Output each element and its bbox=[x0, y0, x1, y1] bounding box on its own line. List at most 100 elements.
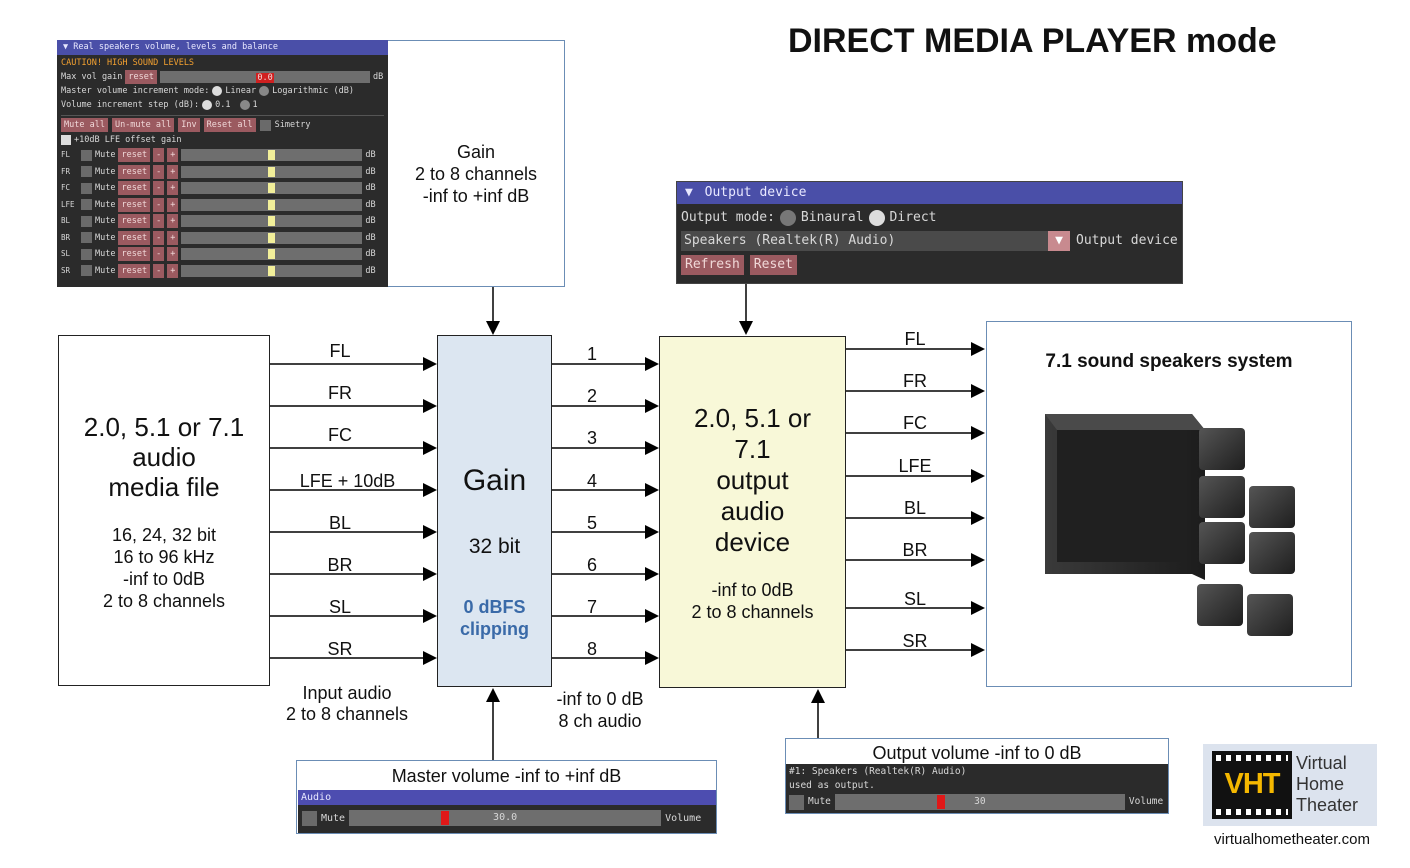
channel-plus-button[interactable]: + bbox=[167, 214, 179, 229]
output-mute-checkbox[interactable] bbox=[789, 794, 804, 810]
output-device-panel-header[interactable]: ▼ Output device bbox=[677, 182, 1182, 204]
master-volume-slider[interactable]: 30.0 bbox=[349, 810, 662, 826]
gain-clip2: clipping bbox=[460, 619, 529, 639]
channel-minus-button[interactable]: - bbox=[153, 247, 165, 262]
channel-level-slider[interactable] bbox=[181, 215, 363, 228]
channel-reset-button[interactable]: reset bbox=[118, 247, 151, 262]
step-1-label: 1 bbox=[252, 100, 258, 110]
channel-plus-button[interactable]: + bbox=[167, 247, 179, 262]
lfe-offset-checkbox[interactable] bbox=[61, 135, 71, 145]
max-vol-slider[interactable]: 0.0 bbox=[160, 71, 371, 83]
vht-logo: VHT Virtual Home Theater bbox=[1203, 744, 1377, 826]
channel-mute-checkbox[interactable] bbox=[81, 232, 92, 244]
channel-level-handle[interactable] bbox=[268, 216, 276, 227]
source-line2: audio bbox=[132, 442, 196, 472]
unmute-all-button[interactable]: Un-mute all bbox=[111, 118, 175, 132]
gain-output-arrowhead bbox=[645, 399, 659, 413]
channel-mute-checkbox[interactable] bbox=[81, 199, 92, 211]
channel-plus-button[interactable]: + bbox=[167, 230, 179, 245]
channel-reset-button[interactable]: reset bbox=[118, 263, 151, 278]
channel-plus-button[interactable]: + bbox=[167, 181, 179, 196]
output-volume-slider[interactable]: 30 bbox=[834, 794, 1125, 810]
channel-mute-checkbox[interactable] bbox=[81, 215, 92, 227]
channel-minus-button[interactable]: - bbox=[153, 197, 165, 212]
channel-mute-checkbox[interactable] bbox=[81, 265, 92, 277]
max-vol-reset-button[interactable]: reset bbox=[125, 70, 158, 84]
channel-level-slider[interactable] bbox=[181, 198, 363, 211]
vht-url[interactable]: virtualhometheater.com bbox=[1214, 831, 1370, 848]
channel-level-handle[interactable] bbox=[268, 183, 276, 194]
direct-radio[interactable] bbox=[868, 210, 885, 226]
step-0-1-radio[interactable] bbox=[202, 100, 213, 110]
output-arrowhead bbox=[971, 601, 985, 615]
channel-mute-checkbox[interactable] bbox=[81, 248, 92, 260]
channel-level-handle[interactable] bbox=[268, 166, 276, 177]
channel-minus-button[interactable]: - bbox=[153, 181, 165, 196]
db-unit: dB bbox=[365, 199, 376, 210]
channel-reset-button[interactable]: reset bbox=[118, 230, 151, 245]
channel-plus-button[interactable]: + bbox=[167, 164, 179, 179]
channel-mute-checkbox[interactable] bbox=[81, 149, 92, 161]
channel-minus-button[interactable]: - bbox=[153, 164, 165, 179]
channel-minus-button[interactable]: - bbox=[153, 148, 165, 163]
channel-level-slider[interactable] bbox=[181, 165, 363, 178]
channel-level-handle[interactable] bbox=[268, 249, 276, 260]
gain-title: Gain bbox=[462, 464, 527, 497]
channel-plus-button[interactable]: + bbox=[167, 263, 179, 278]
source-spec4: 2 to 8 channels bbox=[102, 591, 226, 611]
output-volume-handle[interactable] bbox=[936, 795, 945, 809]
audio-panel-header[interactable]: Audio bbox=[298, 790, 716, 805]
db-unit: dB bbox=[365, 216, 376, 227]
channel-minus-button[interactable]: - bbox=[153, 230, 165, 245]
dropdown-arrow-icon[interactable]: ▼ bbox=[1048, 231, 1070, 251]
master-mute-checkbox[interactable] bbox=[302, 810, 317, 826]
gain-output-arrowhead bbox=[645, 651, 659, 665]
step-1-radio[interactable] bbox=[239, 100, 250, 110]
master-volume-handle[interactable] bbox=[441, 811, 450, 825]
logarithmic-label: Logarithmic (dB) bbox=[272, 86, 355, 96]
reset-all-button[interactable]: Reset all bbox=[203, 118, 256, 132]
channel-reset-button[interactable]: reset bbox=[118, 214, 151, 229]
reset-button[interactable]: Reset bbox=[749, 255, 797, 275]
input-channel-label: BL bbox=[328, 513, 352, 533]
refresh-button[interactable]: Refresh bbox=[681, 255, 744, 275]
channel-minus-button[interactable]: - bbox=[153, 263, 165, 278]
channel-reset-button[interactable]: reset bbox=[118, 164, 151, 179]
channel-plus-button[interactable]: + bbox=[167, 148, 179, 163]
gain-caption-line1: Gain bbox=[456, 142, 496, 162]
channel-level-handle[interactable] bbox=[268, 265, 276, 276]
device-select[interactable]: Speakers (Realtek(R) Audio) ▼ bbox=[681, 231, 1070, 251]
channel-reset-button[interactable]: reset bbox=[118, 148, 151, 163]
channel-mute-label: Mute bbox=[95, 199, 116, 210]
channel-level-slider[interactable] bbox=[181, 264, 363, 277]
collapse-triangle-icon[interactable]: ▼ bbox=[63, 42, 69, 52]
invert-button[interactable]: Inv bbox=[178, 118, 200, 132]
channel-minus-button[interactable]: - bbox=[153, 214, 165, 229]
channel-level-slider[interactable] bbox=[181, 182, 363, 195]
mute-all-button[interactable]: Mute all bbox=[61, 118, 108, 132]
channel-level-handle[interactable] bbox=[268, 199, 276, 210]
channel-reset-button[interactable]: reset bbox=[118, 181, 151, 196]
speakers-panel-header[interactable]: ▼ Real speakers volume, levels and balan… bbox=[57, 40, 388, 55]
output-volume-info1: #1: Speakers (Realtek(R) Audio) bbox=[789, 766, 967, 777]
binaural-radio[interactable] bbox=[779, 210, 796, 226]
db-unit: dB bbox=[365, 150, 376, 161]
logarithmic-radio[interactable] bbox=[259, 86, 270, 96]
collapse-triangle-icon[interactable]: ▼ bbox=[685, 185, 693, 200]
channel-level-slider[interactable] bbox=[181, 248, 363, 261]
linear-radio[interactable] bbox=[212, 86, 223, 96]
channel-level-handle[interactable] bbox=[268, 232, 276, 243]
channel-level-slider[interactable] bbox=[181, 231, 363, 244]
channel-mute-checkbox[interactable] bbox=[81, 166, 92, 178]
channel-plus-button[interactable]: + bbox=[167, 197, 179, 212]
simetry-checkbox[interactable] bbox=[259, 119, 271, 131]
output-device-panel-title: Output device bbox=[704, 185, 807, 200]
channel-mute-checkbox[interactable] bbox=[81, 182, 92, 194]
output-channel-label: LFE bbox=[898, 456, 932, 476]
master-volume-box: Master volume -inf to +inf dB Audio Mute… bbox=[296, 760, 717, 834]
channel-level-handle[interactable] bbox=[268, 150, 276, 161]
channel-reset-button[interactable]: reset bbox=[118, 197, 151, 212]
gain-output-arrowhead bbox=[645, 567, 659, 581]
channel-level-slider[interactable] bbox=[181, 149, 363, 162]
